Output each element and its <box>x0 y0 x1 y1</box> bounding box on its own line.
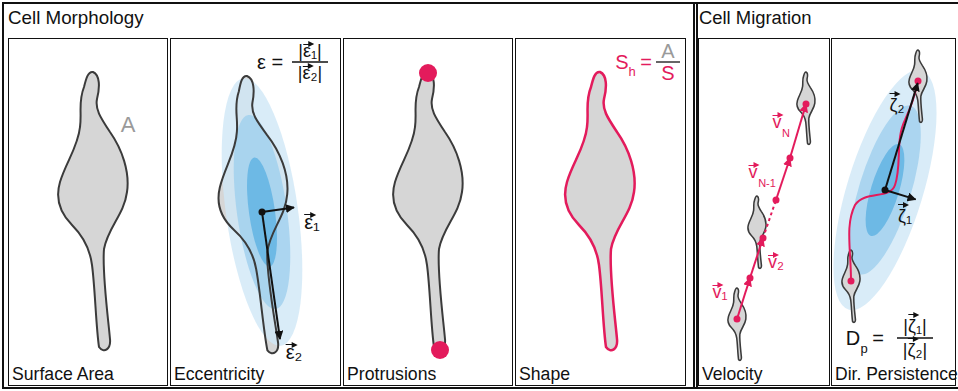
panel-label: Eccentricity <box>174 364 337 384</box>
vector-subscript: N <box>782 128 790 139</box>
velocity-arrow <box>790 104 806 158</box>
track-dot <box>734 316 741 323</box>
cell-shape <box>797 72 815 144</box>
outer-ellipse <box>812 59 958 320</box>
vector-arrow <box>262 212 280 339</box>
vector-label: v₁ <box>712 283 727 301</box>
sub-panel: Protrusions <box>343 38 513 386</box>
track-dots <box>734 101 810 323</box>
vector-label: v <box>749 163 758 181</box>
section-heading: Cell Morphology <box>4 4 696 29</box>
center-dot <box>259 209 266 216</box>
velocity-track <box>737 104 806 319</box>
center-dot <box>882 187 889 194</box>
track-dot <box>747 275 754 282</box>
cell-shape <box>393 72 463 350</box>
vector-label: ζ₁ <box>898 207 912 225</box>
formula-subscript: h <box>628 65 635 78</box>
panel-label: Velocity <box>702 364 826 384</box>
sub-panel: Dir. Persistence <box>831 38 956 386</box>
panel-label: Shape <box>519 364 682 384</box>
formula-denominator: S <box>661 63 674 83</box>
section-panel: Cell MigrationVelocity Dir. Persistence <box>693 2 958 389</box>
formula-numerator: A <box>661 41 674 61</box>
formula-text: S <box>615 52 628 72</box>
area-symbol: A <box>121 114 136 136</box>
vector-label: ε₁ <box>304 212 320 232</box>
formula-numerator: |ζ₁| <box>903 317 926 335</box>
sub-panel: Surface Area <box>8 38 168 386</box>
inner-ellipse <box>858 140 913 240</box>
formula-numerator: |ε₁| <box>298 42 321 60</box>
vector-label: ε₂ <box>286 342 303 362</box>
track-dot <box>803 101 810 108</box>
velocity-arrow <box>776 158 790 200</box>
vector-label: v₂ <box>768 253 784 271</box>
cell-shape <box>909 50 927 122</box>
track-dot <box>773 197 780 204</box>
sub-panel: Eccentricity <box>170 38 341 386</box>
formula-denominator: |ζ₂| <box>903 341 927 359</box>
panel-label: Dir. Persistence <box>835 364 952 384</box>
dashed-track <box>763 200 776 238</box>
inner-ellipse <box>241 156 282 269</box>
velocity-arrow <box>750 238 763 278</box>
vector-label: v <box>773 113 782 131</box>
formula-text: D <box>846 328 860 348</box>
fraction-bar <box>292 61 328 63</box>
cell-perimeter <box>565 72 635 350</box>
formula-text: ε = <box>257 52 283 72</box>
fraction-bar <box>656 61 680 63</box>
track-dot <box>787 155 794 162</box>
section-panel: Cell MorphologySurface Area Eccentricity P… <box>2 2 698 389</box>
sub-panel: Velocity <box>698 38 830 386</box>
formula-denominator: |ε₂| <box>298 64 322 82</box>
cell-outline <box>212 74 296 356</box>
panel-label: Protrusions <box>347 364 509 384</box>
vector-arrow <box>262 208 294 213</box>
cell-shape <box>58 72 128 350</box>
trajectory <box>849 81 918 281</box>
fraction-bar <box>897 337 933 339</box>
velocity-arrow <box>737 278 750 319</box>
formula-subscript: p <box>860 342 867 355</box>
vector-label: ζ₂ <box>890 96 905 114</box>
vector-arrow <box>885 190 916 199</box>
vector-subscript: N-1 <box>758 178 776 189</box>
sub-panel: Shape <box>515 38 686 386</box>
track-dot <box>848 278 855 285</box>
ellipse-group <box>812 59 958 320</box>
protrusion-dot <box>419 64 437 82</box>
section-heading: Cell Migration <box>695 4 958 28</box>
vector-arrow <box>885 83 918 190</box>
track-dot <box>760 235 767 242</box>
formula-text: = <box>872 328 884 348</box>
formula-text: = <box>640 52 652 72</box>
panel-label: Surface Area <box>12 364 164 384</box>
protrusion-dot <box>431 341 449 359</box>
